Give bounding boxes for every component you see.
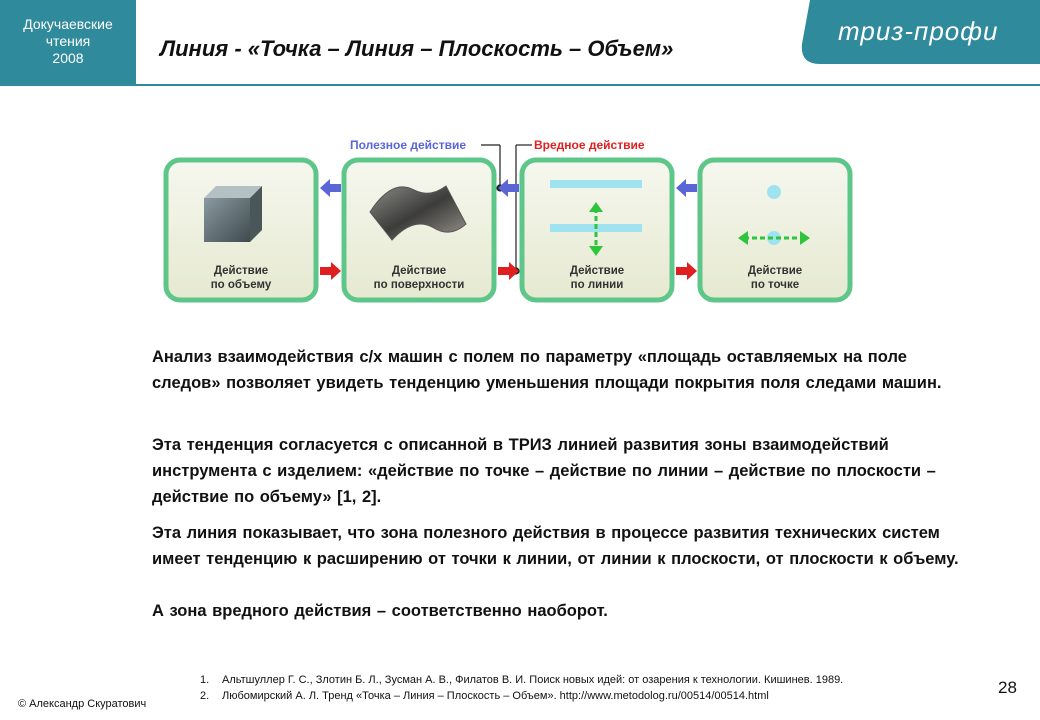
useful-arrows: [320, 179, 697, 197]
conference-name-line1: Докучаевские: [23, 16, 113, 32]
card-surface-line2: по поверхности: [374, 279, 465, 291]
curved-sheet-icon: [369, 185, 467, 241]
card-point: Действие по точке: [697, 157, 853, 303]
brand-banner: [801, 0, 1040, 64]
paragraph-analysis: Анализ взаимодействия с/х машин с полем …: [152, 348, 942, 392]
slide-title: Линия - «Точка – Линия – Плоскость – Объ…: [160, 36, 674, 61]
page-number: 28: [998, 678, 1017, 697]
brand-logo-text: триз-профи: [838, 16, 999, 46]
cube-icon: [204, 186, 262, 242]
point-icon: [738, 185, 810, 245]
paragraph-trend: Эта тенденция согласуется с описанной в …: [152, 436, 936, 506]
paragraph-harmful-zone: А зона вредного действия – соответственн…: [152, 602, 608, 620]
line-icon: [550, 180, 642, 256]
reference-number: 1.: [200, 674, 210, 686]
reference-text: Альтшуллер Г. С., Злотин Б. Л., Зусман А…: [222, 674, 844, 686]
copyright: © Александр Скуратович: [18, 698, 147, 710]
conference-name-line2: чтения: [45, 33, 91, 49]
paragraph-useful-zone: Эта линия показывает, что зона полезного…: [152, 524, 959, 568]
harmful-action-label: Вредное действие: [534, 138, 645, 152]
card-line-line1: Действие: [570, 265, 624, 277]
useful-action-label: Полезное действие: [350, 138, 466, 152]
header: триз-профи Докучаевские чтения 2008 Лини…: [0, 0, 1040, 86]
card-volume-line1: Действие: [214, 265, 268, 277]
reference-text: Любомирский А. Л. Тренд «Точка – Линия –…: [222, 690, 769, 702]
card-point-line2: по точке: [751, 279, 799, 291]
action-zone-diagram: Полезное действие Вредное действие Дейст…: [163, 138, 853, 303]
reference-number: 2.: [200, 690, 210, 702]
harmful-arrows: [320, 262, 697, 280]
conference-year: 2008: [52, 50, 84, 66]
conference-badge: Докучаевские чтения 2008: [0, 0, 136, 86]
references-list: 1. Альтшуллер Г. С., Злотин Б. Л., Зусман…: [200, 672, 843, 704]
reference-item: 1. Альтшуллер Г. С., Злотин Б. Л., Зусман…: [200, 672, 843, 688]
card-surface: Действие по поверхности: [341, 157, 497, 303]
card-line-line2: по линии: [571, 279, 624, 291]
card-point-line1: Действие: [748, 265, 802, 277]
card-volume: Действие по объему: [163, 157, 319, 303]
card-surface-line1: Действие: [392, 265, 446, 277]
card-line: Действие по линии: [519, 157, 675, 303]
card-volume-line2: по объему: [211, 279, 272, 291]
reference-item: 2. Любомирский А. Л. Тренд «Точка – Линия…: [200, 688, 843, 704]
title-divider: [136, 84, 1040, 86]
